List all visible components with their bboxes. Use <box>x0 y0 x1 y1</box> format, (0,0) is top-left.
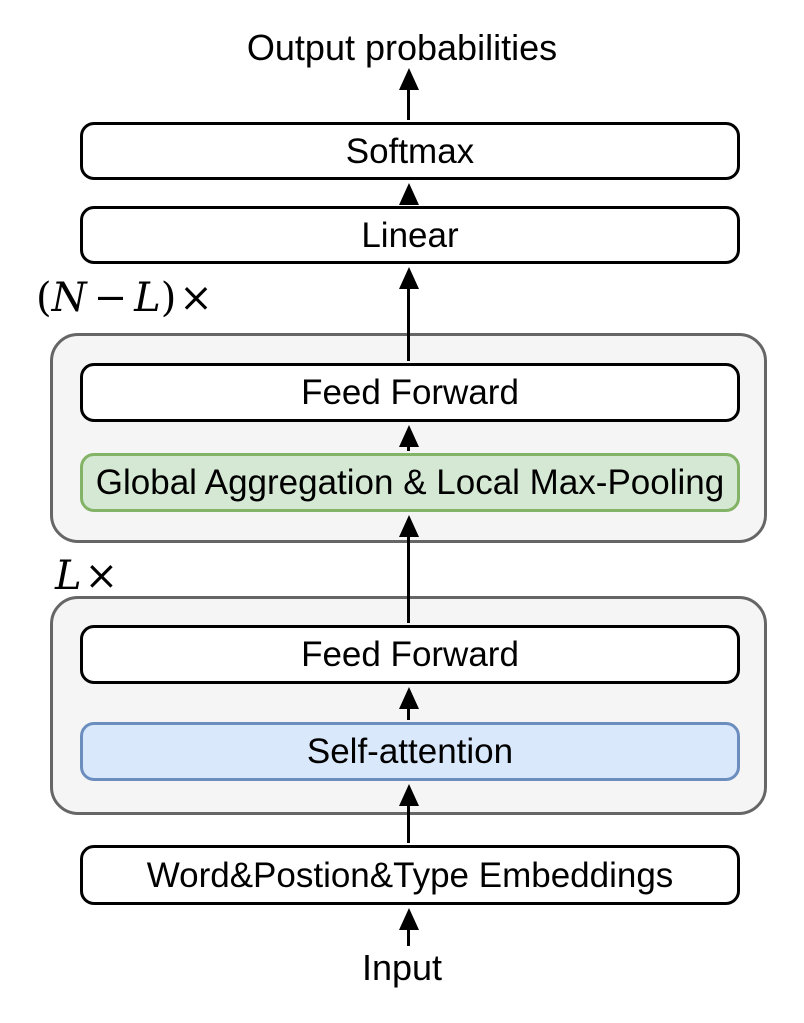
arrow-head <box>399 183 419 205</box>
arrow-shaft <box>407 703 410 720</box>
arrow-head <box>399 267 419 289</box>
arrow-shaft <box>407 800 410 843</box>
arrow-shaft <box>407 283 410 361</box>
self-attention-label: Self-attention <box>306 732 514 771</box>
math-minus: − <box>93 275 128 321</box>
arrow-shaft <box>407 441 410 451</box>
math-var-n: N <box>51 275 87 321</box>
arrow-head <box>399 908 419 930</box>
math-var-l: L <box>55 553 82 599</box>
math-times: × <box>179 275 213 321</box>
input-label: Input <box>361 947 443 988</box>
global-aggregation-box: Global Aggregation & Local Max-Pooling <box>80 453 740 512</box>
arrow-head <box>399 425 419 447</box>
arrow-shaft <box>407 199 410 205</box>
repeat-count-upper-label: (N−L)× <box>36 278 213 318</box>
linear-label: Linear <box>361 215 459 255</box>
embeddings-box: Word&Postion&Type Embeddings <box>80 845 740 905</box>
math-close-paren: ) <box>160 275 177 321</box>
feed-forward-lower-box: Feed Forward <box>80 625 740 684</box>
output-probabilities-label: Output probabilities <box>246 27 558 68</box>
math-open-paren: ( <box>36 275 52 321</box>
feed-forward-upper-box: Feed Forward <box>80 363 740 422</box>
arrow-shaft <box>407 84 410 120</box>
softmax-box: Softmax <box>80 122 740 180</box>
global-aggregation-label: Global Aggregation & Local Max-Pooling <box>95 463 725 502</box>
arrow-shaft <box>407 531 410 623</box>
arrow-head <box>399 515 419 537</box>
softmax-label: Softmax <box>345 131 475 171</box>
arrow-shaft <box>407 924 410 946</box>
feed-forward-upper-label: Feed Forward <box>301 373 519 412</box>
feed-forward-lower-label: Feed Forward <box>301 635 519 674</box>
arrow-head <box>399 687 419 709</box>
repeat-count-lower-label: L× <box>55 556 118 596</box>
linear-box: Linear <box>80 206 740 264</box>
embeddings-label: Word&Postion&Type Embeddings <box>146 855 674 895</box>
self-attention-box: Self-attention <box>80 722 740 781</box>
math-times: × <box>84 553 119 599</box>
math-var-l: L <box>134 275 161 321</box>
arrow-head <box>399 68 419 90</box>
arrow-head <box>399 784 419 806</box>
